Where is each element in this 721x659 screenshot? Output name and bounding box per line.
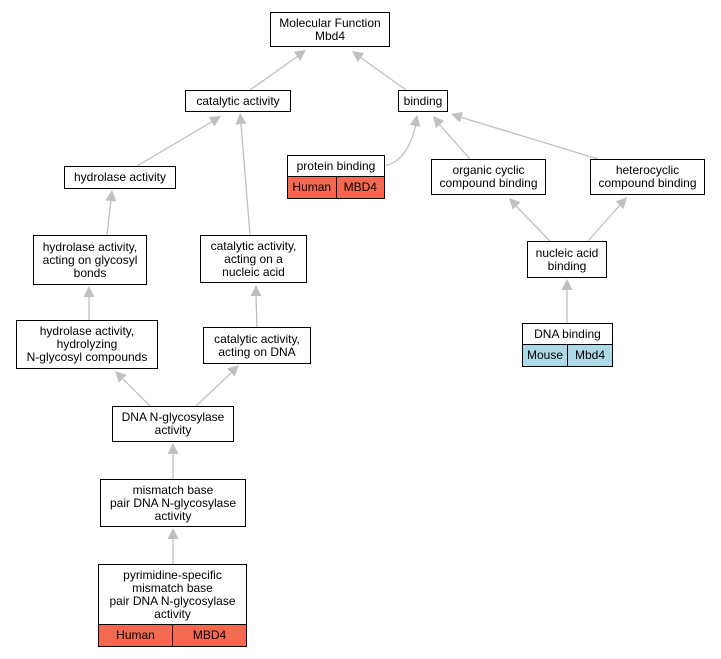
node-dna-n-glycosylase[interactable]: DNA N-glycosylase activity [112, 406, 234, 442]
edge-protein-to-binding [384, 115, 421, 167]
node-pyrimidine-specific[interactable]: pyrimidine-specific mismatch base pair D… [98, 564, 247, 647]
node-label: mismatch base pair DNA N-glycosylase act… [109, 482, 237, 523]
arrowhead [105, 190, 117, 202]
arrowhead [115, 371, 127, 383]
gene-tag: Mbd4 [567, 345, 612, 366]
annotation-row: Human MBD4 [99, 624, 246, 646]
node-catalytic-nucleic-acid[interactable]: catalytic activity, acting on a nucleic … [200, 235, 307, 283]
arrowhead [293, 50, 306, 61]
node-catalytic-dna[interactable]: catalytic activity, acting on DNA [203, 327, 311, 364]
node-label: protein binding [296, 158, 376, 173]
annotation-row: Human MBD4 [288, 176, 384, 198]
arrowhead [250, 285, 262, 296]
edge-pyrimidine-to-mismatch [167, 528, 179, 564]
edge-dnag-to-hnglycosyl [115, 371, 151, 407]
edge-cnucleic-to-catalytic [235, 113, 251, 236]
arrowhead [227, 365, 239, 377]
arrowhead [352, 51, 365, 62]
edge-organic-to-binding [433, 116, 471, 160]
edge-mismatch-to-dnag [167, 443, 179, 479]
node-label: hydrolase activity, hydrolyzing N-glycos… [26, 324, 148, 364]
gene-tag: MBD4 [172, 625, 246, 646]
annotation-row: Mouse Mbd4 [523, 344, 612, 366]
edge-catalytic-to-root [249, 50, 306, 91]
node-label: catalytic activity, acting on a nucleic … [210, 238, 297, 279]
species-tag: Human [292, 180, 332, 194]
edge-hydrolase-to-catalytic [136, 116, 221, 167]
edge-nucleic-to-organic [509, 198, 551, 242]
arrowhead [433, 116, 445, 128]
arrowhead [167, 528, 179, 539]
node-organic-cyclic-compound-binding[interactable]: organic cyclic compound binding [431, 159, 546, 195]
arrowhead [561, 279, 573, 290]
species-tag: Human [116, 628, 155, 642]
node-protein-binding[interactable]: protein binding Human MBD4 [287, 155, 385, 199]
edge-dnag-to-cdna [195, 365, 239, 407]
node-label: hydrolase activity [73, 170, 167, 184]
node-label: nucleic acid binding [535, 245, 599, 273]
edge-hglycosyl-to-hydrolase [105, 190, 117, 236]
arrowhead [615, 197, 627, 209]
arrowhead [509, 198, 521, 210]
arrowhead [208, 116, 221, 127]
node-label: catalytic activity [196, 93, 280, 108]
gene-tag: MBD4 [335, 177, 385, 198]
node-molecular-function[interactable]: Molecular Function Mbd4 [270, 12, 390, 47]
node-label: DNA N-glycosylase activity [121, 410, 225, 437]
node-label: organic cyclic compound binding [439, 163, 538, 190]
species-tag: Mouse [526, 348, 564, 362]
node-label: heterocyclic compound binding [598, 163, 697, 190]
node-hydrolase-n-glycosyl[interactable]: hydrolase activity, hydrolyzing N-glycos… [16, 320, 158, 369]
edge-hetero-to-binding [451, 111, 599, 160]
edge-nucleic-to-hetero [587, 197, 627, 242]
edge-cdna-to-cnucleic [250, 285, 262, 328]
node-heterocyclic-compound-binding[interactable]: heterocyclic compound binding [590, 159, 705, 195]
arrowhead [451, 111, 464, 123]
node-catalytic-activity[interactable]: catalytic activity [185, 90, 291, 112]
node-mismatch-base-pair[interactable]: mismatch base pair DNA N-glycosylase act… [100, 479, 246, 527]
arrowhead [167, 443, 179, 454]
node-binding[interactable]: binding [398, 90, 448, 112]
edge-hnglycosyl-to-hglycosyl [83, 286, 95, 320]
arrowhead [409, 115, 421, 127]
node-nucleic-acid-binding[interactable]: nucleic acid binding [527, 241, 607, 278]
node-label: Molecular Function Mbd4 [279, 15, 381, 43]
node-label: hydrolase activity, acting on glycosyl b… [42, 239, 138, 280]
arrowhead [83, 286, 95, 297]
node-hydrolase-glycosyl-bonds[interactable]: hydrolase activity, acting on glycosyl b… [33, 235, 147, 285]
arrowhead [235, 113, 247, 125]
node-label: DNA binding [534, 326, 601, 341]
node-label: pyrimidine-specific mismatch base pair D… [109, 567, 236, 621]
edge-binding-to-root [352, 51, 407, 91]
node-dna-binding[interactable]: DNA binding Mouse Mbd4 [522, 323, 613, 367]
node-hydrolase-activity[interactable]: hydrolase activity [64, 166, 176, 189]
node-label: binding [403, 93, 443, 108]
edge-dna-to-nucleic [561, 279, 573, 323]
node-label: catalytic activity, acting on DNA [214, 331, 300, 359]
